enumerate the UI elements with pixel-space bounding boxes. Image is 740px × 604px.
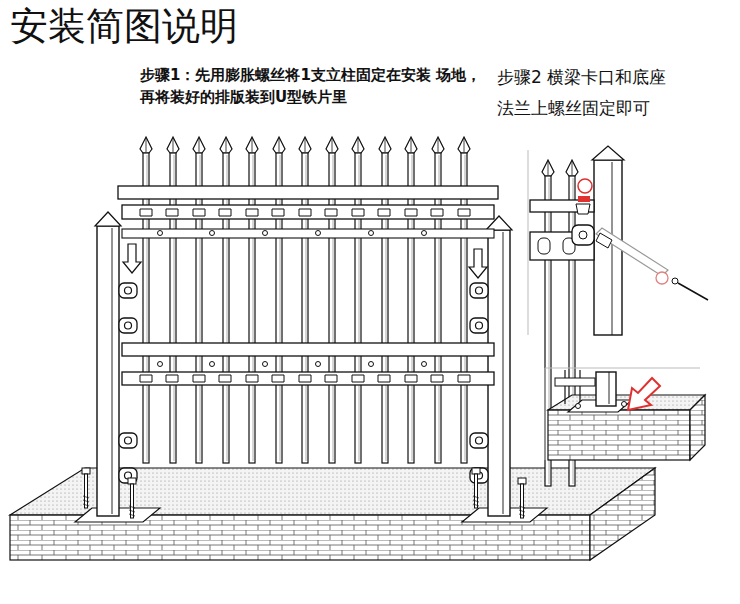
- step-note: 步骤2 横梁卡口和底座 法兰上螺丝固定即可: [497, 62, 707, 124]
- step-note: 步骤1：先用膨胀螺丝将1支立柱固定在安装 场地，再将装好的排版装到U型铁片里: [140, 64, 485, 108]
- diagram-title: 安装简图说明: [10, 4, 238, 48]
